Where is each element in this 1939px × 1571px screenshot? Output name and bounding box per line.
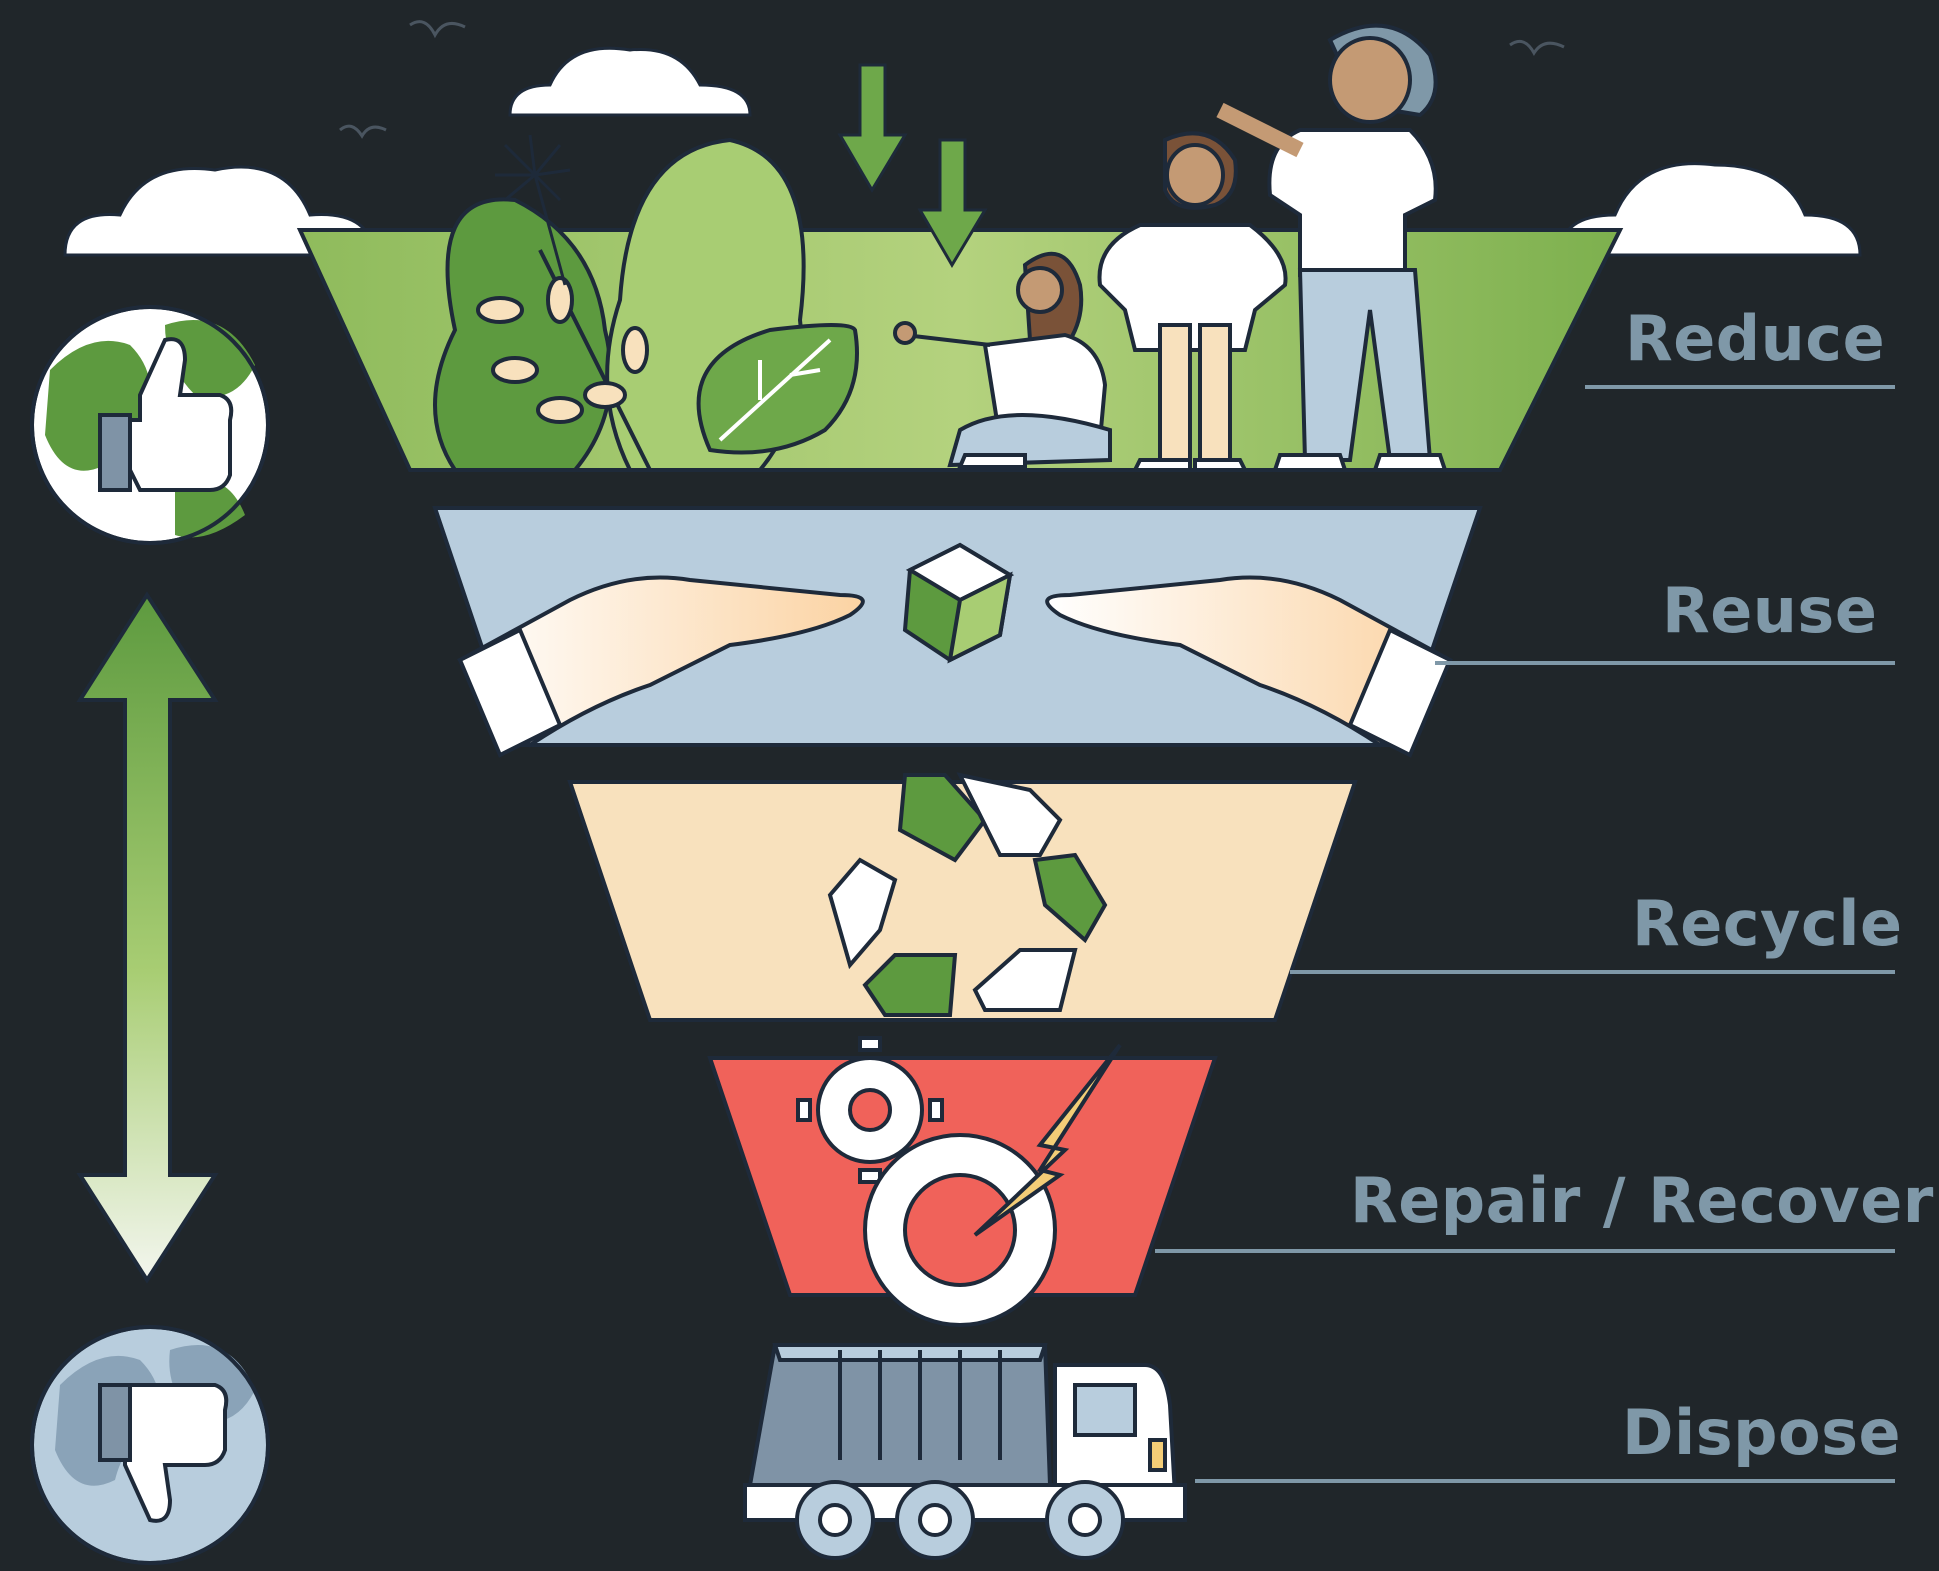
label-dispose: Dispose: [1622, 1396, 1902, 1469]
plant-icon: [433, 137, 859, 472]
funnel-level-repair-recover: [707, 1036, 1218, 1327]
garbage-truck-icon: [743, 1343, 1187, 1560]
label-rules: [1155, 385, 1895, 1483]
label-repair-recover: Repair / Recover: [1350, 1164, 1934, 1237]
funnel-level-reuse: [432, 506, 1483, 758]
double-arrow-icon: [76, 591, 219, 1284]
family-icon: [893, 23, 1448, 472]
cloud-icon: [63, 46, 1862, 257]
label-reuse: Reuse: [1662, 574, 1878, 647]
hands-icon: [456, 542, 1454, 758]
funnel-level-recycle: [567, 772, 1358, 1022]
funnel-level-reduce: [296, 23, 1624, 472]
recycle-icon: [827, 772, 1108, 1017]
label-recycle: Recycle: [1632, 887, 1903, 960]
globe-thumbs-down-icon: [30, 1325, 270, 1565]
gears-icon: [796, 1036, 1057, 1327]
dandelion-icon: [495, 134, 571, 286]
birds: [339, 20, 1565, 139]
down-arrow-icon: [837, 63, 988, 268]
label-reduce: Reduce: [1625, 302, 1886, 375]
globe-thumbs-up-icon: [30, 305, 270, 545]
funnel-level-dispose: [743, 1343, 1187, 1560]
lightning-icon: [973, 1043, 1122, 1237]
